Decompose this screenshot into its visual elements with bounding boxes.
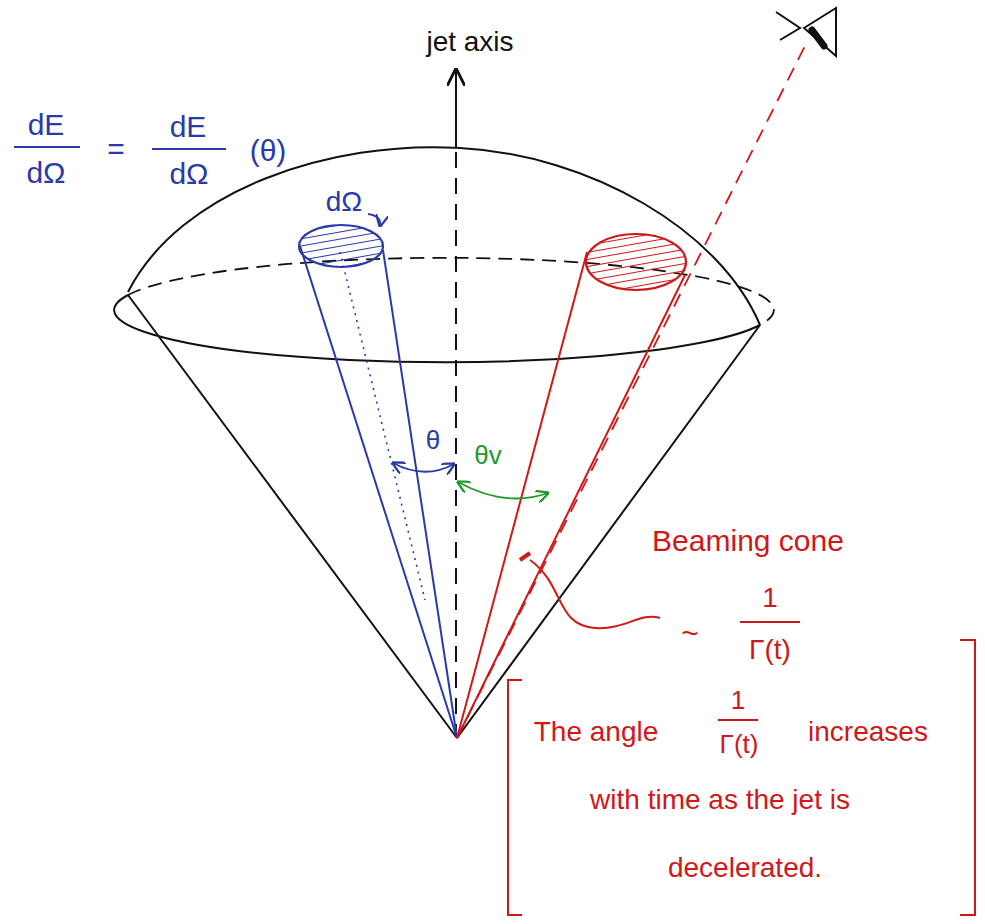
theta-v-arc — [458, 482, 548, 498]
pointer-tick — [520, 553, 530, 560]
jet-axis-arrow — [455, 70, 457, 148]
fraction-bar — [740, 621, 800, 623]
line-of-sight — [457, 40, 808, 738]
beaming-pointer — [530, 560, 660, 628]
red-cone-cap — [586, 234, 686, 290]
note-text: with time as the jet is — [590, 785, 850, 816]
formula-term: 1 — [762, 583, 778, 614]
observer-eye — [776, 8, 836, 56]
red-cone-edge — [457, 252, 587, 738]
formula-term: = — [107, 132, 125, 165]
note-bracket — [960, 640, 975, 915]
theta-arc — [393, 463, 454, 472]
fraction-bar — [14, 146, 80, 148]
formula-term: ~ — [681, 616, 699, 649]
formula-term: Γ(t) — [749, 635, 791, 666]
note-text: increases — [808, 717, 928, 748]
cone-dome — [128, 147, 760, 325]
note-text: The angle — [534, 717, 659, 748]
fraction-bar — [718, 719, 758, 721]
cone-edge — [128, 295, 457, 738]
note-bracket — [508, 680, 522, 915]
jet-axis-line — [455, 152, 457, 735]
cone-rim-front — [114, 295, 760, 362]
axis-label: jet axis — [426, 27, 513, 58]
solid-angle-label: dΩ — [326, 187, 363, 218]
formula-term: 1 — [731, 686, 745, 715]
formula-term: dΩ — [26, 156, 65, 189]
formula-term: dE — [170, 110, 207, 143]
formula-term: Γ(t) — [720, 730, 759, 759]
formula-term: (θ) — [250, 134, 287, 167]
blue-cone-center — [340, 252, 425, 600]
formula-term: dE — [28, 108, 65, 141]
angle-label: θv — [474, 441, 501, 470]
fraction-bar — [152, 148, 226, 150]
blue-cone-edge — [300, 246, 457, 738]
blue-cone-cap — [299, 225, 383, 267]
note-text: decelerated. — [668, 853, 822, 884]
formula-term: dΩ — [169, 157, 208, 190]
angle-label: θ — [426, 426, 440, 455]
solid-angle-pointer — [368, 214, 380, 226]
blue-cone-edge — [383, 250, 457, 738]
callout-label: Beaming cone — [652, 524, 844, 557]
